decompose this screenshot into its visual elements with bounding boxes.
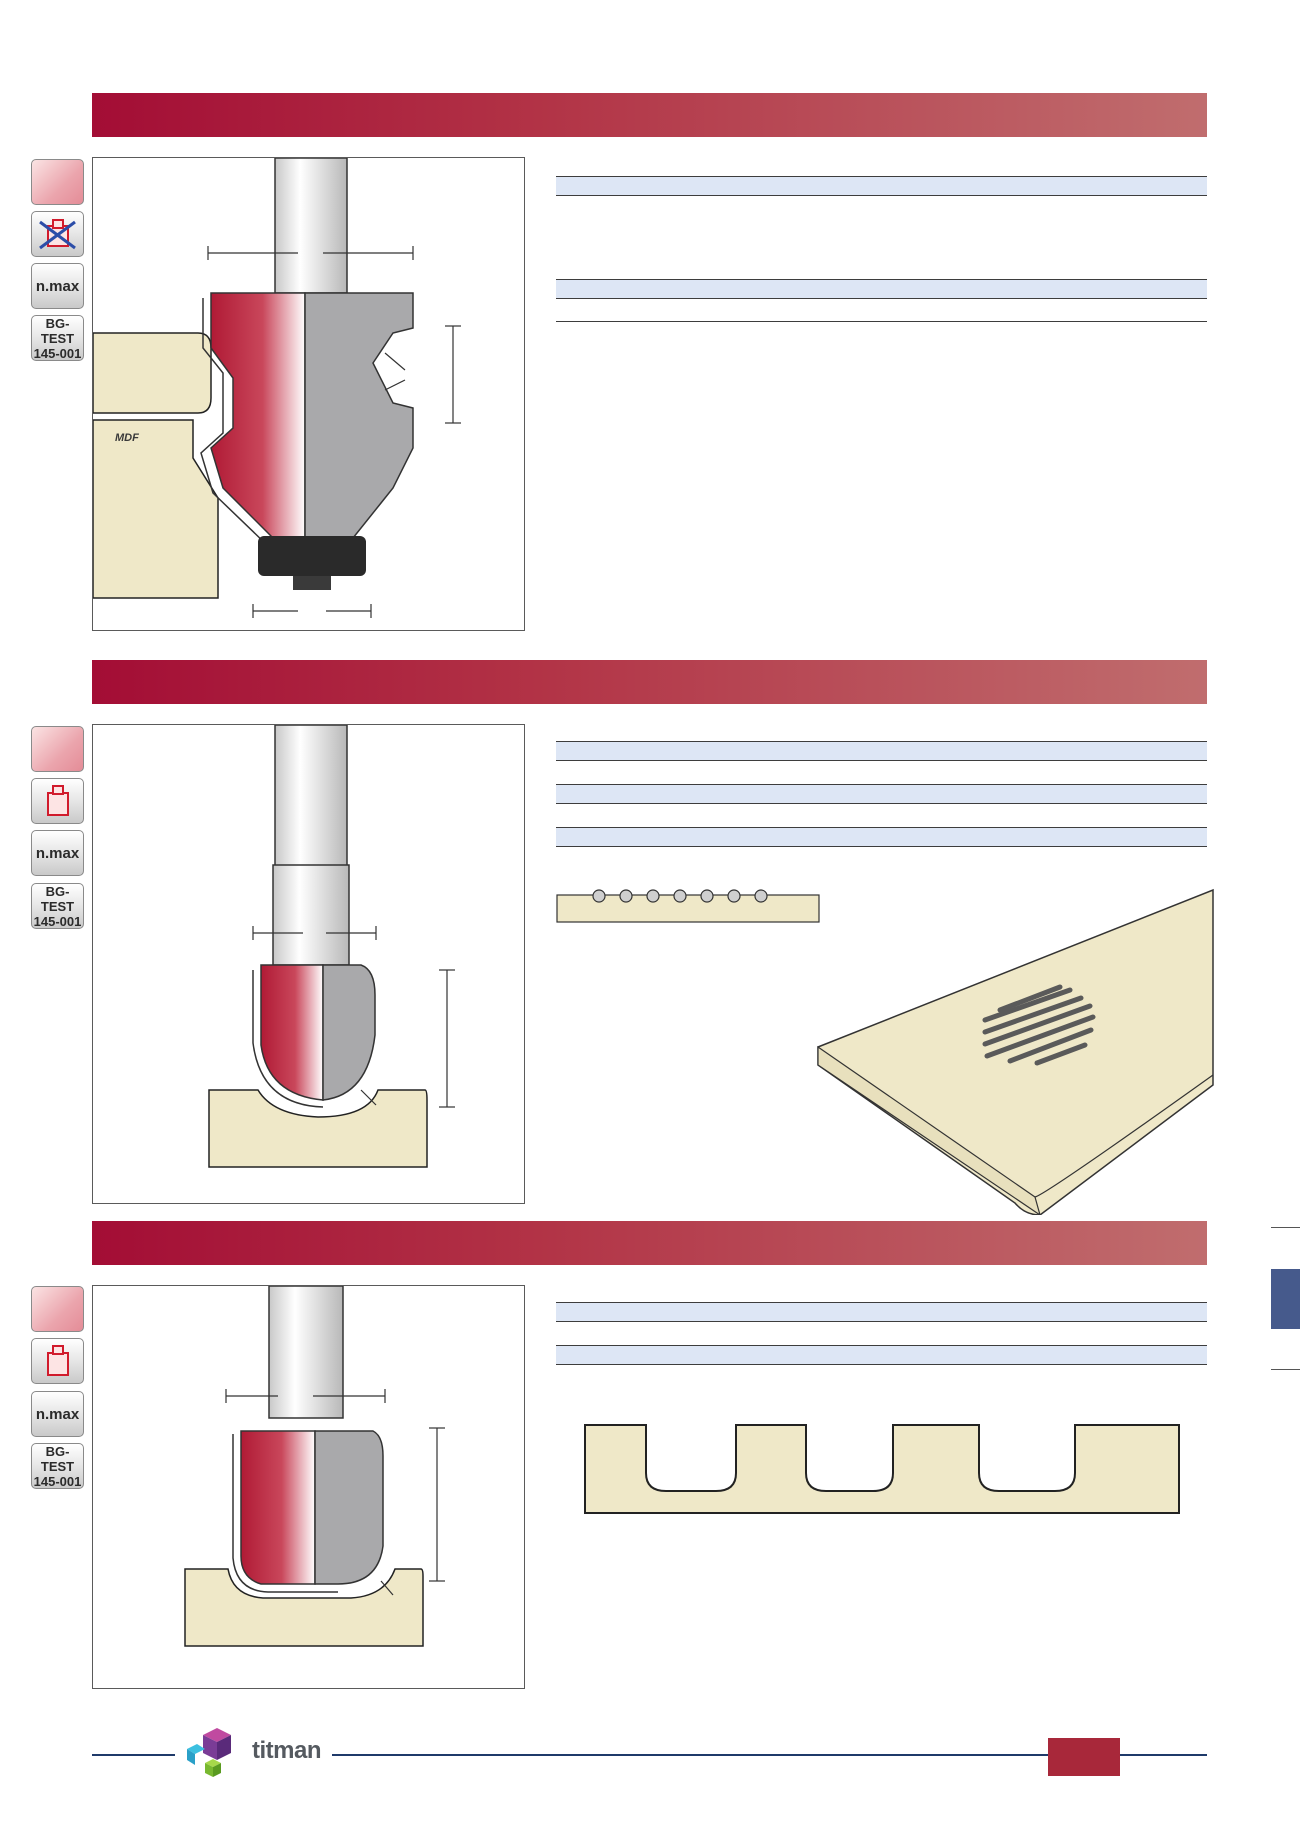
titman-logo-icon	[187, 1728, 231, 1777]
section-2-table-row-1	[556, 741, 1207, 761]
test-label-line2: 145-001	[33, 345, 82, 361]
section-3-table-row-2	[556, 1345, 1207, 1365]
groove-profile-illustration	[584, 1424, 1180, 1514]
bearing-icon	[31, 1338, 84, 1384]
side-tab-rule-top	[1271, 1227, 1300, 1228]
bearing-icon	[31, 778, 84, 824]
section-1-header-band	[92, 93, 1207, 137]
speed-label: n.max	[35, 1405, 80, 1423]
speed-icon: n.max	[31, 1391, 84, 1437]
material-gradient-icon	[31, 1286, 84, 1332]
wood-workpiece	[184, 1568, 424, 1647]
test-label-line1: BG-TEST	[40, 883, 75, 914]
material-gradient-icon	[31, 726, 84, 772]
footer-rule-middle	[332, 1754, 1048, 1756]
guide-bearing	[258, 536, 366, 576]
test-label-line1: BG-TEST	[40, 1443, 75, 1474]
side-tab-rule-bottom	[1271, 1369, 1300, 1370]
cutter-shank	[274, 725, 348, 868]
test-label-line2: 145-001	[33, 913, 82, 929]
wood-workpiece	[208, 1089, 428, 1168]
speed-icon: n.max	[31, 263, 84, 309]
mdf-workpiece	[93, 332, 219, 599]
footer-rule-right	[1120, 1754, 1207, 1756]
section-1-table-row-2	[556, 279, 1207, 299]
no-bearing-icon	[31, 211, 84, 257]
section-2-table-row-2	[556, 784, 1207, 804]
side-tab[interactable]	[1271, 1269, 1300, 1329]
footer-rule-left	[92, 1754, 175, 1756]
test-label-line1: BG-TEST	[40, 315, 75, 346]
section-1-table-rule	[556, 321, 1207, 322]
section-1-table-row-1	[556, 176, 1207, 196]
footer-brand: titman	[252, 1737, 322, 1764]
section-1-drawing-panel: MDF	[92, 157, 525, 631]
speed-label: n.max	[35, 844, 80, 862]
material-gradient-icon	[31, 159, 84, 205]
section-3-drawing-panel	[92, 1285, 525, 1689]
test-label-line2: 145-001	[33, 1473, 82, 1489]
speed-icon: n.max	[31, 830, 84, 876]
countertop-illustration	[817, 888, 1214, 1215]
section-2-drawing-panel	[92, 724, 525, 1204]
section-2-table-row-3	[556, 827, 1207, 847]
material-label: MDF	[115, 432, 139, 444]
section-3-table-row-1	[556, 1302, 1207, 1322]
section-2-header-band	[92, 660, 1207, 704]
cutter-shank	[274, 158, 348, 294]
cutter-shank	[268, 1286, 344, 1419]
speed-label: n.max	[35, 277, 80, 295]
page-number-box	[1048, 1738, 1120, 1776]
groove-strip-illustration	[556, 889, 820, 923]
section-3-header-band	[92, 1221, 1207, 1265]
